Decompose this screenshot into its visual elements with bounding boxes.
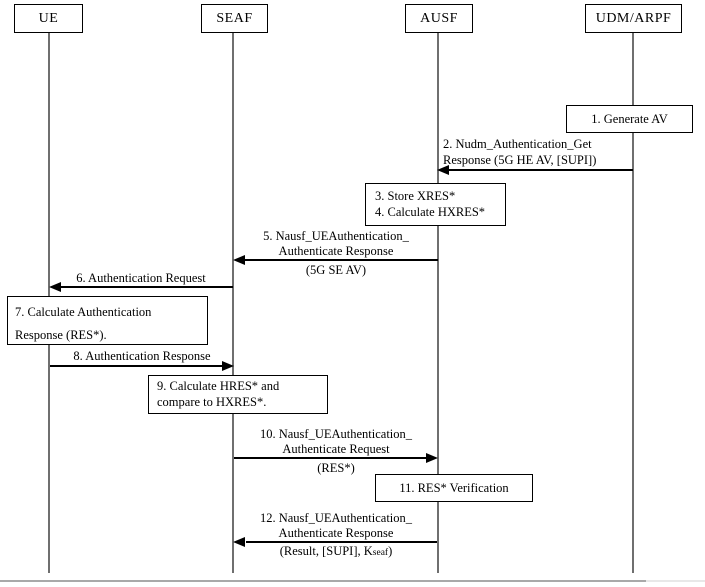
- message-12-param-post: ): [388, 544, 393, 558]
- action-box-7-line-1: 7. Calculate Authentication: [15, 305, 152, 319]
- action-box-9-line-1: 9. Calculate HRES* and: [157, 379, 280, 393]
- message-10-param-label: (RES*): [317, 461, 355, 475]
- message-12-line-1: 12. Nausf_UEAuthentication_: [259, 511, 413, 525]
- bottom-divider-left-segment: [0, 580, 646, 582]
- message-10-label: 10. Nausf_UEAuthentication_ Authenticate…: [236, 427, 436, 457]
- actor-box-ue: UE: [14, 4, 83, 33]
- action-box-1-text: 1. Generate AV: [591, 111, 668, 126]
- action-box-7-line-2: Response (RES*).: [15, 328, 107, 342]
- message-10-line-1: 10. Nausf_UEAuthentication_: [259, 427, 413, 441]
- message-6-arrow-line: [60, 286, 233, 288]
- action-box-11-res-verification: 11. RES* Verification: [375, 474, 533, 502]
- action-box-3-4-store-xres: 3. Store XRES* 4. Calculate HXRES*: [365, 183, 506, 226]
- message-2-arrow-line: [440, 169, 633, 171]
- action-box-9-line-2: compare to HXRES*.: [157, 395, 267, 409]
- message-12-param-label: (Result, [SUPI], Kseaf): [236, 544, 436, 561]
- action-box-4-text: 4. Calculate HXRES*: [375, 205, 486, 219]
- message-12-line-2: Authenticate Response: [278, 526, 394, 540]
- message-5-line-2: Authenticate Response: [278, 244, 394, 258]
- message-8-arrowhead-right: [222, 361, 234, 371]
- lifeline-udm: [632, 33, 634, 573]
- message-12-param-pre: (Result, [SUPI], K: [279, 544, 373, 558]
- message-5-arrow-line: [244, 259, 438, 261]
- message-2-line-1: 2. Nudm_Authentication_Get: [443, 137, 592, 151]
- message-10-arrow-line: [234, 457, 427, 459]
- action-box-9-calculate-hres: 9. Calculate HRES* and compare to HXRES*…: [148, 375, 328, 414]
- message-5-label: 5. Nausf_UEAuthentication_ Authenticate …: [236, 229, 436, 259]
- bottom-divider-right-segment: [646, 580, 705, 582]
- message-12-label: 12. Nausf_UEAuthentication_ Authenticate…: [236, 511, 436, 541]
- message-10-line-2: Authenticate Request: [282, 442, 390, 456]
- action-box-1-generate-av: 1. Generate AV: [566, 105, 693, 133]
- lifeline-seaf: [232, 33, 234, 573]
- message-12-arrowhead-left: [233, 537, 245, 547]
- message-8-arrow-line: [50, 365, 223, 367]
- action-box-3-text: 3. Store XRES*: [375, 189, 456, 203]
- message-5-line-1: 5. Nausf_UEAuthentication_: [263, 229, 409, 243]
- actor-label-seaf: SEAF: [216, 10, 253, 26]
- message-5-arrowhead-left: [233, 255, 245, 265]
- action-box-11-text: 11. RES* Verification: [399, 480, 509, 495]
- actor-box-seaf: SEAF: [201, 4, 268, 33]
- message-12-arrow-line: [246, 541, 437, 543]
- message-10-arrowhead-right: [426, 453, 438, 463]
- message-6-arrowhead-left: [49, 282, 61, 292]
- actor-box-udm-arpf: UDM/ARPF: [585, 4, 682, 33]
- lifeline-ausf: [437, 33, 439, 573]
- actor-label-ue: UE: [38, 10, 59, 26]
- message-2-arrowhead-left: [437, 165, 449, 175]
- actor-box-ausf: AUSF: [405, 4, 473, 33]
- message-2-line-2: Response (5G HE AV, [SUPI]): [443, 153, 597, 167]
- message-8-label: 8. Authentication Response: [73, 349, 211, 363]
- message-2-label: 2. Nudm_Authentication_Get Response (5G …: [443, 136, 596, 168]
- message-6-label: 6. Authentication Request: [76, 271, 206, 285]
- actor-label-udm-arpf: UDM/ARPF: [595, 10, 672, 26]
- actor-label-ausf: AUSF: [420, 10, 458, 26]
- message-12-param-sub: seaf: [372, 548, 389, 558]
- action-box-7-calculate-auth-response: 7. Calculate Authentication Response (RE…: [7, 296, 208, 345]
- message-5-param-label: (5G SE AV): [305, 263, 367, 277]
